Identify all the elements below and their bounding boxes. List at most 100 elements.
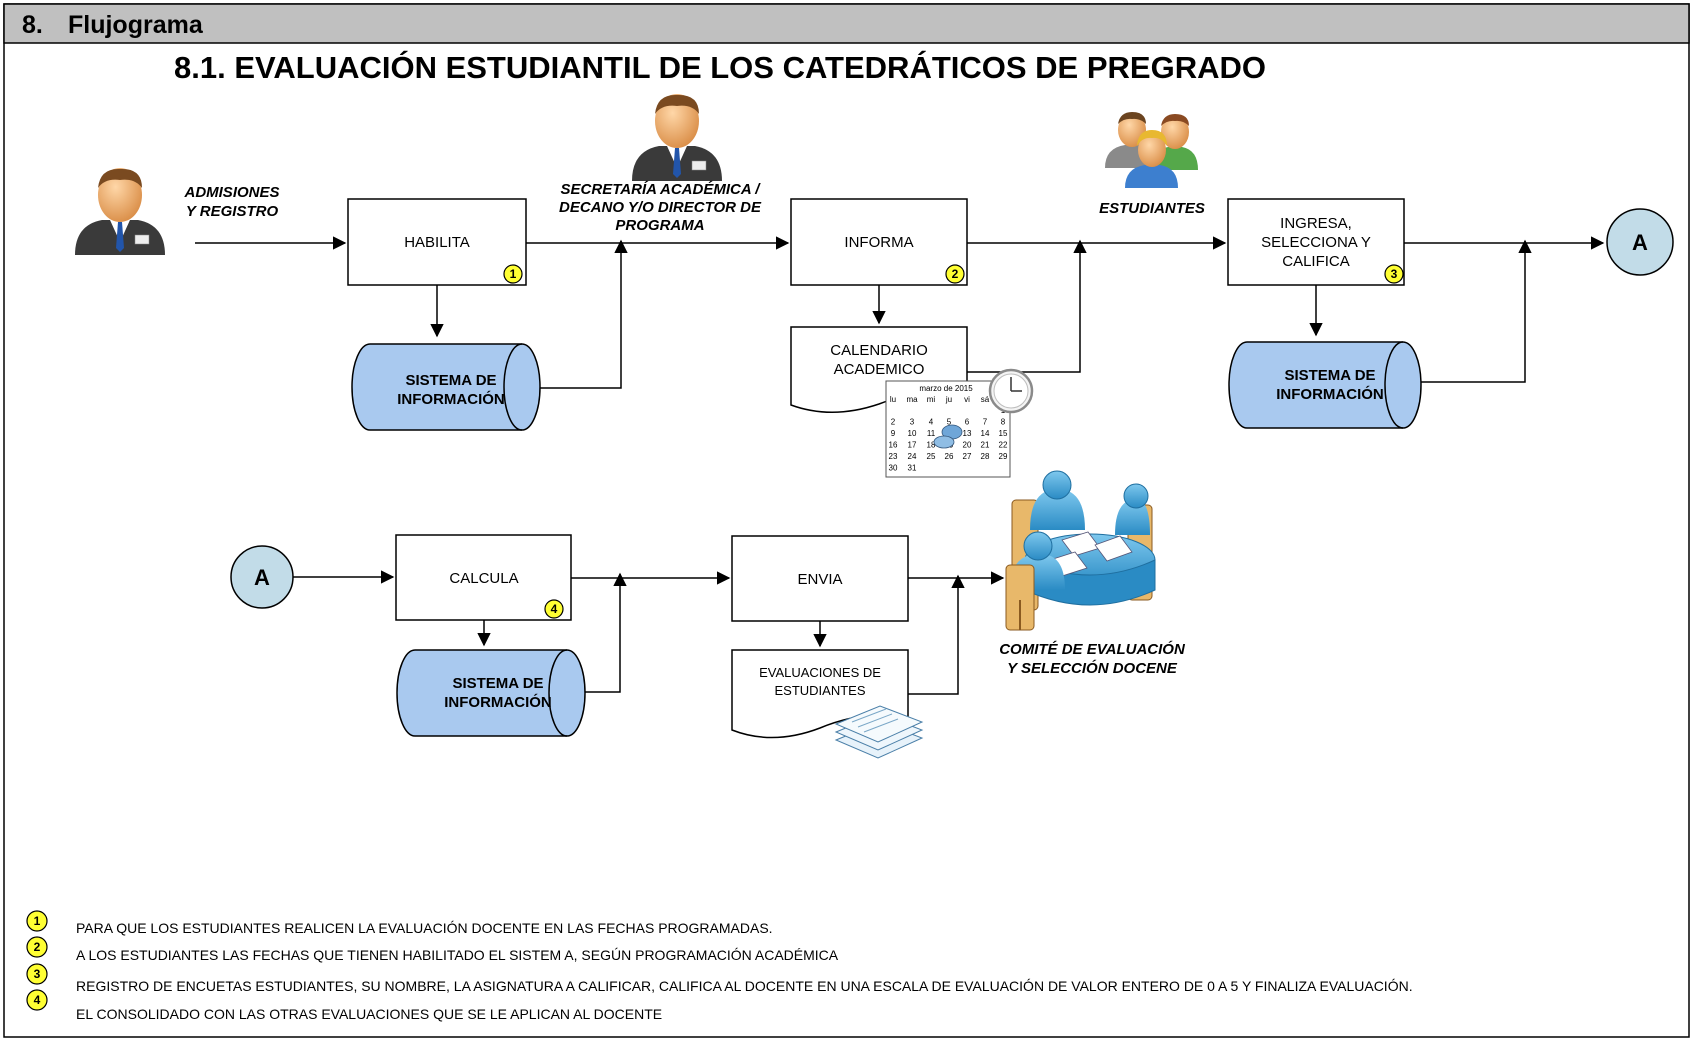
process-ingresa-label-1: INGRESA, (1280, 215, 1352, 232)
clock-icon (988, 368, 1034, 414)
calendar-day: 27 (963, 452, 972, 461)
section-header (3, 3, 1690, 44)
badge-3-number: 3 (1391, 267, 1398, 281)
note-3-number: 3 (34, 967, 41, 981)
calendar-day: 7 (983, 418, 988, 427)
actor-secretaria-label-3: PROGRAMA (615, 217, 704, 234)
badge-4 (544, 599, 564, 619)
actor-comite-label-1: COMITÉ DE EVALUACIÓN (999, 640, 1186, 658)
calendar-day: 5 (947, 418, 952, 427)
process-envia-label: ENVIA (797, 571, 842, 588)
calendar-day: 26 (945, 452, 954, 461)
svg-text:lu: lu (890, 395, 896, 404)
calendar-day: 10 (908, 429, 917, 438)
notes-legend: 1 PARA QUE LOS ESTUDIANTES REALICEN LA E… (26, 910, 1413, 1022)
page-border (3, 3, 1690, 1038)
calendar-day: 14 (981, 429, 990, 438)
badge-1-number: 1 (510, 267, 517, 281)
note-2-text: A LOS ESTUDIANTES LAS FECHAS QUE TIENEN … (76, 947, 839, 963)
calendar-day: 17 (908, 441, 917, 450)
svg-text:ju: ju (945, 395, 952, 404)
calendar-icon: marzo de 2015 lu ma mi ju vi sá 1 234567… (885, 380, 1011, 478)
datastore-3-label-1: SISTEMA DE (452, 675, 543, 692)
calendar-day: 20 (963, 441, 972, 450)
svg-text:ma: ma (906, 395, 918, 404)
section-title: Flujograma (68, 11, 204, 39)
document-evaluaciones-label-1: EVALUACIONES DE (759, 665, 881, 680)
process-ingresa-label-2: SELECCIONA Y (1261, 234, 1371, 251)
note-1-badge (26, 910, 48, 932)
process-habilita-label: HABILITA (404, 234, 470, 251)
datastore-2-label-1: SISTEMA DE (1284, 367, 1375, 384)
calendar-day: 4 (929, 418, 934, 427)
actor-secretaria-label-2: DECANO Y/O DIRECTOR DE (559, 199, 762, 216)
page-title: 8.1. EVALUACIÓN ESTUDIANTIL DE LOS CATED… (174, 49, 1266, 85)
actor-secretaria-label-1: SECRETARÍA ACADÉMICA / (561, 181, 762, 198)
process-calcula-label: CALCULA (449, 570, 518, 587)
badge-4-number: 4 (551, 602, 558, 616)
document-calendario-label-2: ACADEMICO (834, 361, 925, 378)
datastore-1-label-2: INFORMACIÓN (397, 390, 505, 408)
calendar-day: 24 (908, 452, 917, 461)
badge-3 (1384, 264, 1404, 284)
badge-2 (945, 264, 965, 284)
arrow-db3-return (585, 572, 627, 693)
actor-comite-label-2: Y SELECCIÓN DOCENE (1007, 659, 1178, 677)
papers-stack-icon (834, 705, 924, 759)
datastore-3 (396, 649, 586, 737)
datastore-2-label-2: INFORMACIÓN (1276, 385, 1384, 403)
calendar-day: 18 (927, 441, 936, 450)
admin-person-icon (75, 168, 165, 255)
note-4-number: 4 (34, 993, 41, 1007)
actor-admisiones-label-2: Y REGISTRO (186, 203, 279, 220)
calendar-day: 2 (891, 418, 896, 427)
svg-text:marzo de 2015: marzo de 2015 (919, 384, 973, 393)
calendar-day: 25 (927, 452, 936, 461)
datastore-1 (351, 343, 541, 431)
calendar-day: 28 (981, 452, 990, 461)
process-informa (790, 198, 968, 286)
calendar-day: 16 (889, 441, 898, 450)
note-1-number: 1 (34, 914, 41, 928)
secretaria-person-icon (632, 94, 722, 181)
calendar-day: 3 (910, 418, 915, 427)
students-group-icon (1105, 112, 1198, 188)
note-4-text: EL CONSOLIDADO CON LAS OTRAS EVALUACIONE… (76, 1006, 662, 1022)
note-3-text: REGISTRO DE ENCUETAS ESTUDIANTES, SU NOM… (76, 978, 1413, 994)
actor-estudiantes-label: ESTUDIANTES (1099, 200, 1205, 217)
connector-a-out (1606, 208, 1674, 276)
calendar-day: 29 (999, 452, 1008, 461)
datastore-3-label-2: INFORMACIÓN (444, 693, 552, 711)
actor-admisiones-label-1: ADMISIONES (183, 184, 279, 201)
document-calendario-label-1: CALENDARIO (830, 342, 928, 359)
badge-2-number: 2 (952, 267, 959, 281)
svg-text:sá: sá (981, 395, 990, 404)
note-3-badge (26, 963, 48, 985)
process-calcula (395, 534, 572, 621)
process-informa-label: INFORMA (844, 234, 913, 251)
svg-text:mi: mi (927, 395, 936, 404)
process-ingresa-label-3: CALIFICA (1282, 253, 1350, 270)
datastore-1-label-1: SISTEMA DE (405, 372, 496, 389)
arrow-evaluaciones-return (908, 574, 965, 695)
connector-a-in-label: A (254, 565, 270, 590)
calendar-day: 9 (891, 429, 896, 438)
process-ingresa (1227, 198, 1405, 286)
note-2-number: 2 (34, 940, 41, 954)
document-evaluaciones-label-2: ESTUDIANTES (774, 683, 865, 698)
note-4-badge (26, 989, 48, 1011)
calendar-day: 31 (908, 464, 917, 473)
calendar-day: 15 (999, 429, 1008, 438)
datastore-2 (1228, 341, 1422, 429)
calendar-day: 11 (927, 429, 936, 438)
calendar-day: 23 (889, 452, 898, 461)
calendar-day: 13 (963, 429, 972, 438)
badge-1 (503, 264, 523, 284)
process-habilita (347, 198, 527, 286)
calendar-day: 21 (981, 441, 990, 450)
note-1-text: PARA QUE LOS ESTUDIANTES REALICEN LA EVA… (76, 920, 773, 936)
arrow-db2-return (1421, 239, 1532, 383)
note-2-badge (26, 936, 48, 958)
